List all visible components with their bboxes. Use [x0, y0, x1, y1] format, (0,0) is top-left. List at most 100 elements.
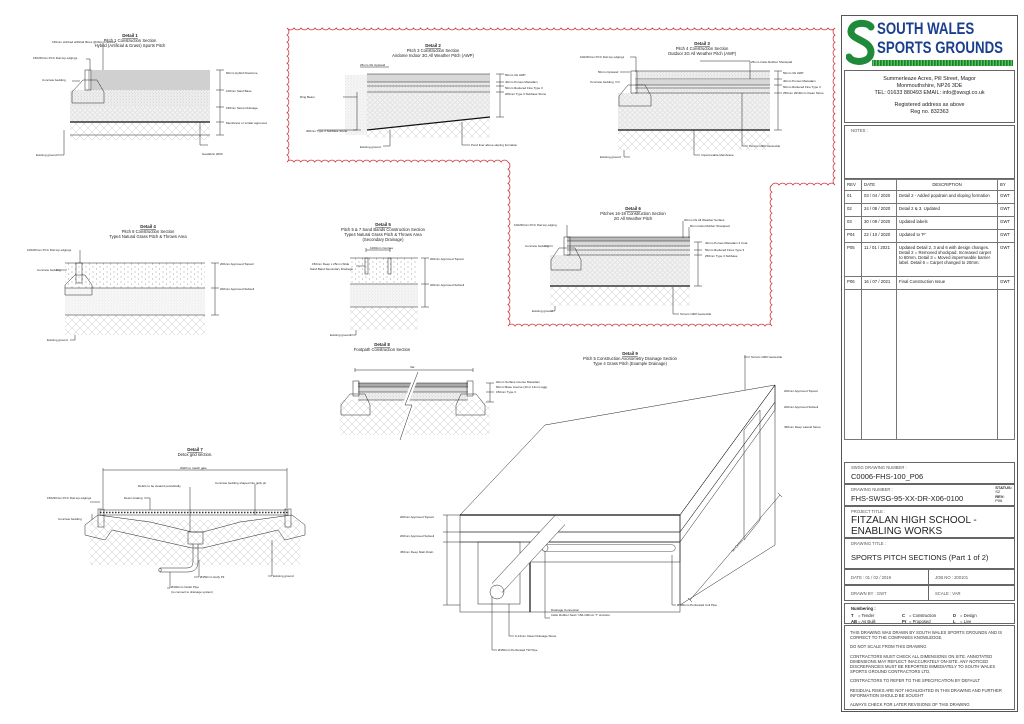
label: Concrete bedding: [58, 517, 82, 521]
detail-9: Detail 9 Pitch 5 Construction Axonometry…: [400, 351, 821, 652]
label: 25mm 3G Upstand: [360, 63, 386, 67]
disclaimer-line: CONTRACTORS TO REFER TO THE SPECIFICATIO…: [850, 678, 981, 684]
detail-3-subtitle: Outdoor 3G All Weather Pitch (AWP): [668, 51, 737, 56]
revision-desc: Detail 2 & 3. Updated: [896, 203, 998, 217]
detail-5-subtitle: Pitch 5 & 7 Sand Bands Construction Sect…: [341, 227, 426, 232]
label: (to connect to drainage system): [171, 590, 213, 594]
detail-2-subtitle: Airdome Indoor 3G All Weather Pitch (AWP…: [392, 53, 474, 58]
drawing-title: DRAWING TITLE : SPORTS PITCH SECTIONS (P…: [844, 538, 1015, 569]
label: 150mm Stone Drainage: [226, 106, 258, 110]
label: 50mm 3G AWP: [783, 71, 804, 75]
label: Var.: [410, 365, 415, 369]
disclaimer-line: THIS DRAWING WAS DRAWN BY SOUTH WALES SP…: [850, 630, 1003, 641]
field-value: FITZALAN HIGH SCHOOL - ENABLING WORKS: [851, 515, 977, 537]
detail-2-subtitle: Pitch 3 Construction Section: [407, 48, 460, 53]
numbering-code: Pr: [902, 619, 907, 624]
label: Width to match gate: [180, 466, 207, 470]
detail-4-subtitle: Type4 Natural Grass Pitch & Throws Area: [109, 234, 187, 239]
col-header: DESCRIPTION: [896, 179, 998, 191]
detail-5-subtitle: Type4 Natural Grass Pitch & Throws Area: [344, 232, 422, 237]
numbering-meaning: = Live: [960, 619, 972, 624]
numbering-meaning: = Tender: [858, 613, 875, 618]
revision-rev: P05: [844, 242, 862, 277]
label: 50mm Reduced Fine Type 3: [783, 85, 821, 89]
logo-text: SPORTS GROUNDS: [877, 38, 1003, 57]
label: Ø100mm Perforated Coil Pipe: [677, 603, 717, 607]
job-number: JOB NO : 200101: [935, 575, 969, 580]
notes-box: NOTES :: [844, 125, 1015, 179]
title-block: SOUTH WALES SPORTS GROUNDS Summerleaze A…: [841, 15, 1018, 712]
revision-date: 22 / 10 / 2020: [861, 229, 897, 243]
label: Terram 1000 Geotextile: [680, 312, 712, 316]
swsg-drawing-number: SWSG DRAWING NUMBER : C0006-FHS-100_P06: [844, 462, 1015, 484]
revision-desc: Updated to 'P': [896, 229, 998, 243]
revision-desc: Updated labels: [896, 216, 998, 230]
numbering-code: T: [851, 613, 854, 618]
label: Membrane or similar approved: [226, 121, 267, 125]
detail-4-title: Detail 4: [140, 224, 156, 229]
label: Existing ground: [47, 338, 68, 342]
label: Terram 1000 Geotextile: [751, 355, 783, 359]
label: 150mm stitched artificial fibres @20mm c…: [52, 40, 116, 44]
detail-6-title: Detail 6: [625, 206, 641, 211]
registration-number: Reg no. 832363: [910, 109, 949, 115]
label: Concrete bedding shaped into gully pit: [215, 481, 266, 485]
detail-5-subtitle: (Secondary Drainage): [363, 237, 405, 242]
detail-6: Detail 6 Pitches 16-19 Construction Sect…: [514, 206, 748, 316]
label: 50mm Reduced Fines Type 3: [705, 248, 744, 252]
label: 60mm Hybrid Rootzone: [226, 71, 258, 75]
label: 300mm Type 3 Subbase Stone: [306, 129, 347, 133]
numbering-meaning: = As Built: [858, 619, 876, 624]
logo-s-graphic: [846, 19, 875, 65]
rev-value: P06: [995, 497, 1003, 503]
label: 150x50mm PCC Flat top edgings: [33, 56, 78, 60]
label: Ø100mm Outlet Pipe: [171, 585, 199, 589]
drawn-by: DRAWN BY : GWT: [851, 591, 887, 596]
label: Existing ground: [600, 155, 621, 159]
date-field: DATE : 01 / 02 / 2019: [851, 575, 891, 580]
revision-by: GWT: [997, 190, 1015, 204]
label: 20mm Surface Course Macadam: [496, 380, 541, 384]
label: 20mm 2G All Weather Surface: [684, 218, 725, 222]
field-label: DRAWING TITLE :: [851, 541, 886, 546]
revision-date: 16 / 07 / 2021: [861, 276, 897, 290]
revision-rev: P06: [844, 276, 862, 290]
label: Impermeable Membrane: [701, 153, 734, 157]
label: Sand Band Secondary Drainage: [310, 267, 353, 271]
label: 200mm Approved Topsoil: [430, 257, 464, 261]
address-line: TEL: 01633 880493 EMAIL: info@swsgl.co.u…: [874, 90, 985, 96]
numbering-code: L: [953, 619, 956, 624]
numbering-label: Numbering :: [851, 606, 876, 611]
col-header: BY: [997, 179, 1015, 191]
numbering-meaning: = Design: [960, 613, 977, 618]
detail-7-title: Detail 7: [187, 447, 203, 452]
numbering-code: AB: [851, 619, 858, 624]
detail-7-subtitle: Detox grid section.: [178, 452, 213, 457]
label: 250mm 20/40mm Clean Stone: [783, 91, 824, 95]
detail-3-subtitle: Pitch 4 Construction Section: [676, 46, 729, 51]
label: 40mm Porous Macadam: [783, 79, 816, 83]
label: 40mm Porous Macadam: [505, 80, 538, 84]
revision-rev: 02: [844, 203, 862, 217]
detail-4: Detail 4 Pitch 8 Construction Section Ty…: [27, 224, 255, 342]
revision-date: 24 / 08 / 2020: [861, 203, 897, 217]
field-value: FHS-SWSG-95-XX-DR-X06-0100: [851, 494, 964, 503]
construction-drawing: Detail 1 Pitch 1 Construction Section Hy…: [27, 27, 836, 652]
detail-6-subtitle: 2G All Weather Pitch: [614, 216, 653, 221]
revision-rev: P04: [844, 229, 862, 243]
numbering-meaning: = Proposed: [909, 619, 931, 624]
label: 200mm Approved Topsoil: [220, 262, 254, 266]
label: 50mm Upstand: [598, 70, 619, 74]
detail-9-subtitle: Pitch 5 Construction Axonometry Drainage…: [583, 356, 678, 361]
field-label: SWSG DRAWING NUMBER :: [851, 465, 907, 470]
numbering-meaning: = Construction: [909, 613, 937, 618]
revision-date: 30 / 09 / 2020: [861, 216, 897, 230]
label: Debris to be cleared periodically: [138, 484, 181, 488]
